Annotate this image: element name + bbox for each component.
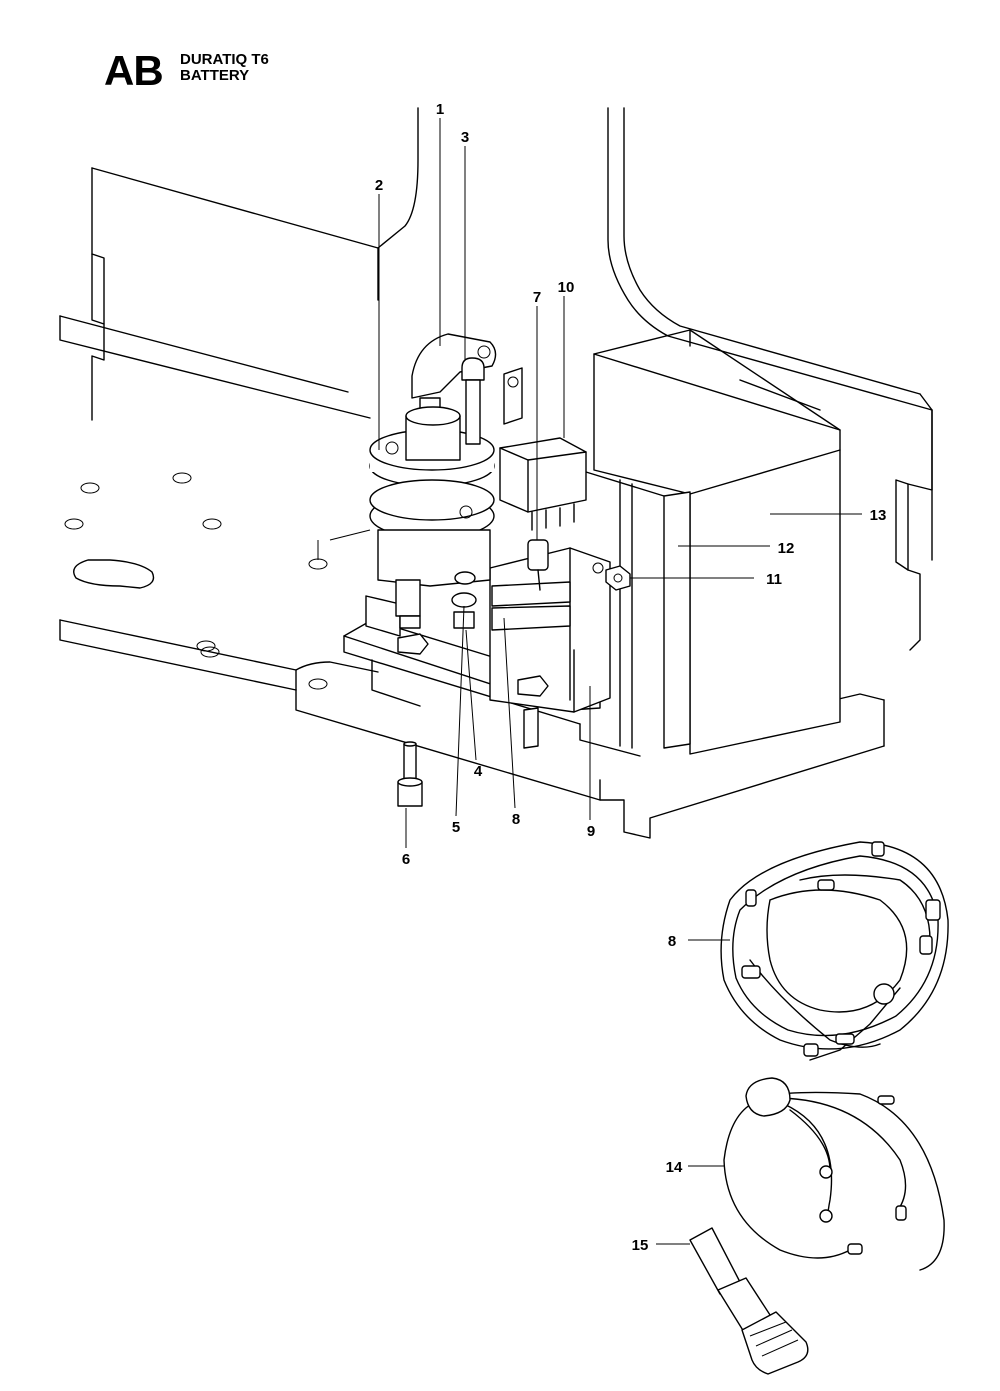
cable-assembly [723,1077,945,1271]
main-switch [369,333,497,629]
callout-3: 3 [461,129,469,146]
cable-gland [689,1227,809,1375]
screw [397,741,423,807]
leader-lines [378,118,862,1245]
group-name: BATTERY [180,67,250,84]
battery [593,329,841,755]
callout-8: 8 [512,811,520,828]
title-block: DURATIQ T6 BATTERY [180,52,269,84]
relay [499,367,587,531]
washers-nuts [397,571,549,749]
callout-2: 2 [375,177,383,194]
switch-bolt [461,357,485,445]
battery-strap [585,471,691,749]
callout-labels: 1 2 3 4 5 6 7 8 9 10 11 12 13 8 14 15 [375,101,887,1254]
back-panel-right [607,107,933,651]
battery-nut [605,565,631,591]
callout-5: 5 [452,819,460,836]
callout-6: 6 [402,851,410,868]
wiring-harness [720,841,949,1061]
callout-9: 9 [587,823,595,840]
callout-10: 10 [558,279,575,296]
callout-4: 4 [474,763,483,780]
callout-7: 7 [533,289,541,306]
section-code: AB [104,47,164,94]
callout-13: 13 [870,507,887,524]
callout-8-harness: 8 [668,933,676,950]
callout-12: 12 [778,540,795,557]
callout-15: 15 [632,1237,649,1254]
fuse-holder [489,547,611,713]
back-panel-left [91,107,419,421]
callout-1: 1 [436,101,444,118]
terminal-connector [527,539,549,591]
callout-14: 14 [666,1159,683,1176]
base-plate [59,315,885,839]
callout-11: 11 [766,571,782,588]
model-name: DURATIQ T6 [180,51,269,68]
